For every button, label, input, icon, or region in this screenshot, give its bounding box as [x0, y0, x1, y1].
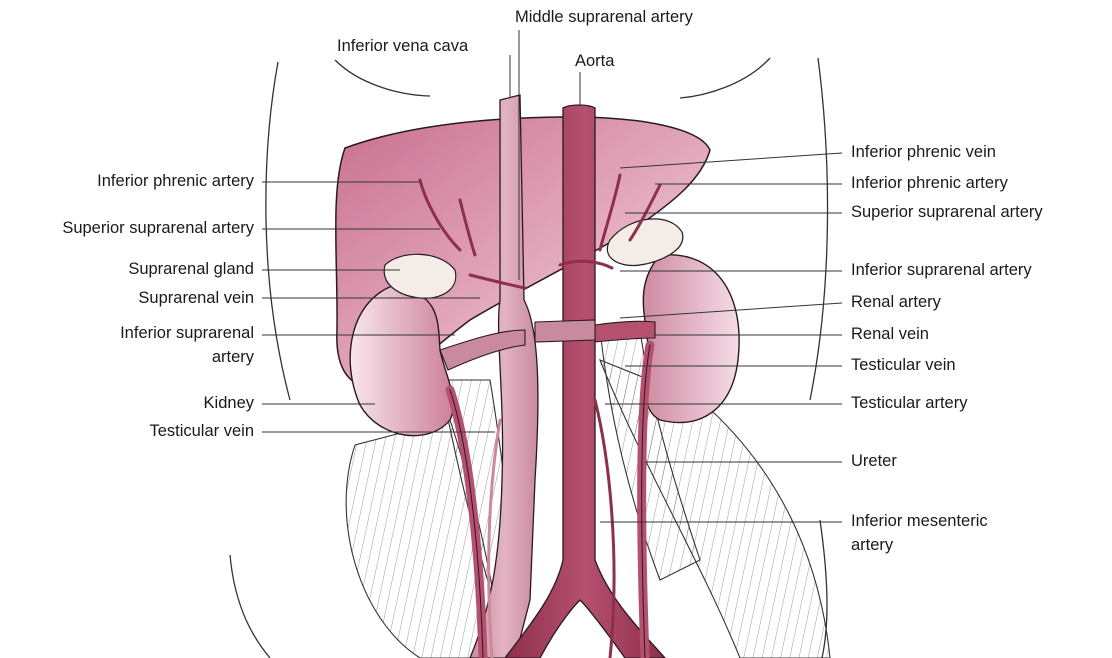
label-middle-suprarenal-artery: Middle suprarenal artery: [515, 8, 693, 27]
label-inferior-phrenic-artery-right: Inferior phrenic artery: [851, 174, 1008, 193]
label-aorta: Aorta: [575, 52, 614, 71]
label-inferior-suprarenal-artery-right: Inferior suprarenal artery: [851, 261, 1032, 280]
label-inferior-suprarenal-artery-left-2: artery: [212, 348, 254, 367]
label-kidney: Kidney: [204, 394, 254, 413]
right-kidney: [643, 255, 739, 423]
label-inferior-vena-cava: Inferior vena cava: [337, 37, 468, 56]
label-superior-suprarenal-artery-right: Superior suprarenal artery: [851, 203, 1043, 222]
label-testicular-vein-left: Testicular vein: [149, 422, 254, 441]
label-testicular-artery: Testicular artery: [851, 394, 967, 413]
label-renal-artery: Renal artery: [851, 293, 941, 312]
label-ureter: Ureter: [851, 452, 897, 471]
label-suprarenal-gland: Suprarenal gland: [128, 260, 254, 279]
label-renal-vein: Renal vein: [851, 325, 929, 344]
label-inferior-mesenteric-artery-2: artery: [851, 536, 893, 555]
label-superior-suprarenal-artery-left: Superior suprarenal artery: [62, 219, 254, 238]
label-inferior-phrenic-artery-left: Inferior phrenic artery: [97, 172, 254, 191]
label-inferior-phrenic-vein: Inferior phrenic vein: [851, 143, 996, 162]
label-inferior-mesenteric-artery-1: Inferior mesenteric: [851, 512, 988, 531]
label-testicular-vein-right: Testicular vein: [851, 356, 956, 375]
label-suprarenal-vein: Suprarenal vein: [138, 289, 254, 308]
label-inferior-suprarenal-artery-left-1: Inferior suprarenal: [120, 324, 254, 343]
